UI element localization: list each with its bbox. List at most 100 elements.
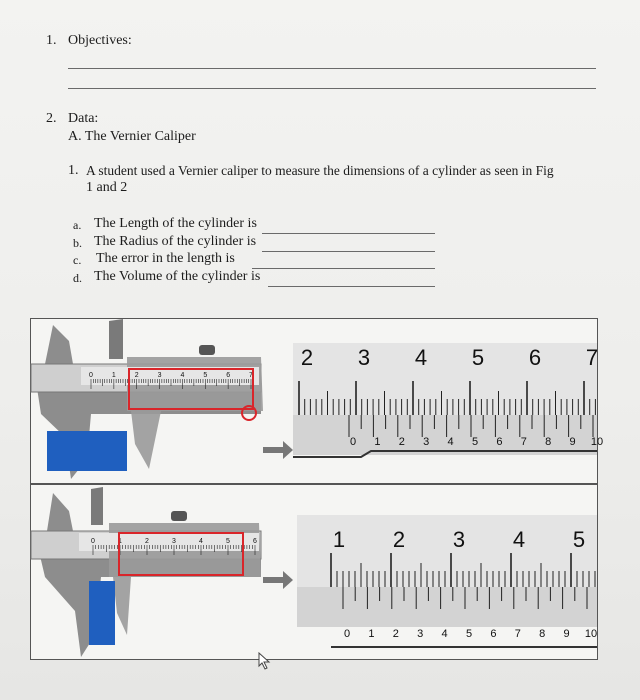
vernier-number: 9 <box>564 628 570 640</box>
section2-label: Data: <box>68 111 99 126</box>
zoom-arrow <box>263 441 293 459</box>
small-scale-number: 0 <box>89 372 93 379</box>
item-letter: b. <box>73 236 82 250</box>
small-scale-number: 0 <box>91 538 95 545</box>
caliper-thumbwheel <box>199 345 215 355</box>
item-answer-line[interactable] <box>268 286 435 287</box>
vernier-scale-numbers: 0 1 2 3 4 5 6 7 8 9 10 <box>350 436 603 448</box>
vernier-number: 1 <box>374 436 380 448</box>
zoomed-vernier-bg <box>297 587 597 627</box>
main-scale-number: 3 <box>453 527 465 552</box>
zoom-highlight-box <box>128 368 254 410</box>
small-scale-number: 6 <box>253 538 257 545</box>
item-letter: a. <box>73 218 82 232</box>
question-text-line2: 1 and 2 <box>86 180 128 195</box>
caliper-1: 0 1 2 3 4 5 6 7 <box>30 319 263 479</box>
vernier-number: 2 <box>393 628 399 640</box>
measured-cylinder <box>47 431 127 471</box>
vernier-scale-ticks <box>348 415 594 437</box>
vernier-number: 10 <box>591 436 603 448</box>
small-scale-number: 3 <box>172 538 176 545</box>
item-text: The Volume of the cylinder is <box>94 269 261 284</box>
zoomed-main-scale-bg <box>293 343 597 415</box>
vernier-number: 2 <box>399 436 405 448</box>
item-answer-line[interactable] <box>262 251 435 252</box>
mouse-cursor-icon <box>258 651 271 670</box>
zoom-arrow <box>263 571 293 589</box>
vernier-number: 6 <box>490 628 496 640</box>
vernier-number: 9 <box>570 436 576 448</box>
small-scale-number: 2 <box>145 538 149 545</box>
vernier-number: 3 <box>423 436 429 448</box>
vernier-number: 3 <box>417 628 423 640</box>
measured-cylinder <box>89 581 115 645</box>
small-main-scale-ticks <box>90 379 252 389</box>
main-scale-number: 2 <box>301 345 313 370</box>
main-scale-number: 3 <box>358 345 370 370</box>
small-scale-number: 1 <box>118 538 122 545</box>
vernier-number: 0 <box>344 628 350 640</box>
item-letter: d. <box>73 271 82 285</box>
item-text: The Length of the cylinder is <box>94 216 257 231</box>
small-main-scale <box>79 533 259 551</box>
small-main-scale-numbers: 0 1 2 3 4 5 6 7 <box>89 372 253 379</box>
vernier-number: 0 <box>350 436 356 448</box>
vernier-number: 4 <box>448 436 454 448</box>
item-text: The error in the length is <box>96 251 235 266</box>
main-scale-number: 2 <box>393 527 405 552</box>
question-number: 1. <box>68 163 79 178</box>
vernier-number: 4 <box>442 628 448 640</box>
main-scale-number: 5 <box>472 345 484 370</box>
vernier-number: 10 <box>585 628 597 640</box>
main-scale-number: 4 <box>513 527 525 552</box>
vernier-number: 7 <box>515 628 521 640</box>
small-scale-number: 2 <box>135 372 139 379</box>
zoomed-vernier-bg <box>293 415 597 455</box>
main-scale-number: 6 <box>529 345 541 370</box>
section2-subheading: A. The Vernier Caliper <box>68 129 196 144</box>
caliper-thumbwheel <box>171 511 187 521</box>
zoomed-main-scale-ticks <box>330 553 596 587</box>
vernier-scale-ticks <box>342 587 588 609</box>
vernier-number: 8 <box>545 436 551 448</box>
zoomed-scale-1: 2 3 4 5 6 7 0 1 2 3 4 5 6 7 8 9 10 <box>293 343 603 458</box>
small-scale-number: 3 <box>158 372 162 379</box>
vernier-number: 5 <box>472 436 478 448</box>
item-letter: c. <box>73 253 82 267</box>
section2-number: 2. <box>46 111 57 126</box>
small-scale-number: 1 <box>112 372 116 379</box>
small-main-scale-ticks <box>92 545 256 555</box>
zoomed-main-scale-ticks <box>298 381 596 415</box>
small-scale-number: 4 <box>180 372 184 379</box>
objectives-answer-line-2 <box>68 88 596 89</box>
item-answer-line[interactable] <box>252 268 435 269</box>
main-scale-number: 1 <box>333 527 345 552</box>
small-scale-number: 4 <box>199 538 203 545</box>
question-text-line1: A student used a Vernier caliper to meas… <box>86 163 554 178</box>
zoom-highlight-box <box>118 532 244 576</box>
vernier-number: 7 <box>521 436 527 448</box>
vernier-number: 5 <box>466 628 472 640</box>
vernier-number: 6 <box>496 436 502 448</box>
section1-number: 1. <box>46 33 57 48</box>
small-scale-number: 6 <box>226 372 230 379</box>
item-answer-line[interactable] <box>262 233 435 234</box>
small-scale-number: 5 <box>203 372 207 379</box>
item-text: The Radius of the cylinder is <box>94 234 257 249</box>
objectives-answer-line-1 <box>68 68 596 69</box>
vernier-bottom-edge <box>293 450 597 458</box>
main-scale-number: 7 <box>586 345 598 370</box>
small-scale-number: 7 <box>249 372 253 379</box>
vernier-number: 8 <box>539 628 545 640</box>
caliper-depth-jaw <box>109 319 123 359</box>
